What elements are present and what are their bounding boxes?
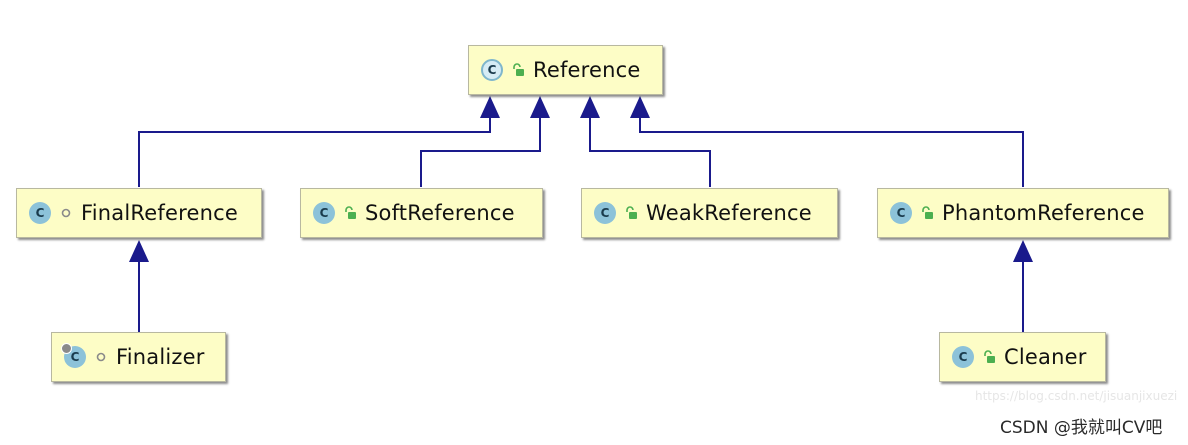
node-reference[interactable]: C Reference xyxy=(468,45,663,95)
class-icon: C xyxy=(29,202,51,224)
class-icon: C xyxy=(594,202,616,224)
node-softreference[interactable]: C SoftReference xyxy=(300,188,543,238)
node-label: PhantomReference xyxy=(942,201,1145,225)
package-dot-icon xyxy=(94,350,108,364)
final-class-icon: C xyxy=(61,343,86,368)
arrowhead-reference-3 xyxy=(580,96,600,118)
node-phantomreference[interactable]: C PhantomReference xyxy=(877,188,1169,238)
node-label: Cleaner xyxy=(1004,345,1087,369)
watermark-url: https://blog.csdn.net/jisuanjixuezi xyxy=(975,389,1178,403)
final-marker-icon xyxy=(61,343,72,354)
node-label: Finalizer xyxy=(116,345,205,369)
node-label: Reference xyxy=(533,58,641,82)
node-cleaner[interactable]: C Cleaner xyxy=(939,332,1106,382)
edge-softreference-to-reference xyxy=(420,111,541,187)
class-icon: C xyxy=(313,202,335,224)
node-label: WeakReference xyxy=(646,201,812,225)
node-finalizer[interactable]: C Finalizer xyxy=(51,332,226,382)
watermark-text: CSDN @我就叫CV吧 xyxy=(1000,418,1163,438)
arrowhead-reference-1 xyxy=(480,96,500,118)
node-finalreference[interactable]: C FinalReference xyxy=(16,188,262,238)
public-unlock-icon xyxy=(343,206,357,220)
package-dot-icon xyxy=(59,206,73,220)
class-icon: C xyxy=(890,202,912,224)
public-unlock-icon xyxy=(511,63,525,77)
arrowhead-reference-2 xyxy=(530,96,550,118)
class-icon: C xyxy=(952,346,974,368)
edge-weakreference-to-reference xyxy=(589,111,711,187)
edge-finalreference-to-reference xyxy=(138,111,491,187)
public-unlock-icon xyxy=(920,206,934,220)
public-unlock-icon xyxy=(982,350,996,364)
class-icon-letter: C xyxy=(70,350,80,364)
arrowhead-finalreference xyxy=(129,240,149,262)
public-unlock-icon xyxy=(624,206,638,220)
abstract-class-icon: C xyxy=(481,59,503,81)
edge-phantomreference-to-reference xyxy=(639,111,1024,187)
node-label: SoftReference xyxy=(365,201,515,225)
arrowhead-phantomreference xyxy=(1013,240,1033,262)
node-weakreference[interactable]: C WeakReference xyxy=(581,188,838,238)
arrowhead-reference-4 xyxy=(630,96,650,118)
node-label: FinalReference xyxy=(81,201,238,225)
